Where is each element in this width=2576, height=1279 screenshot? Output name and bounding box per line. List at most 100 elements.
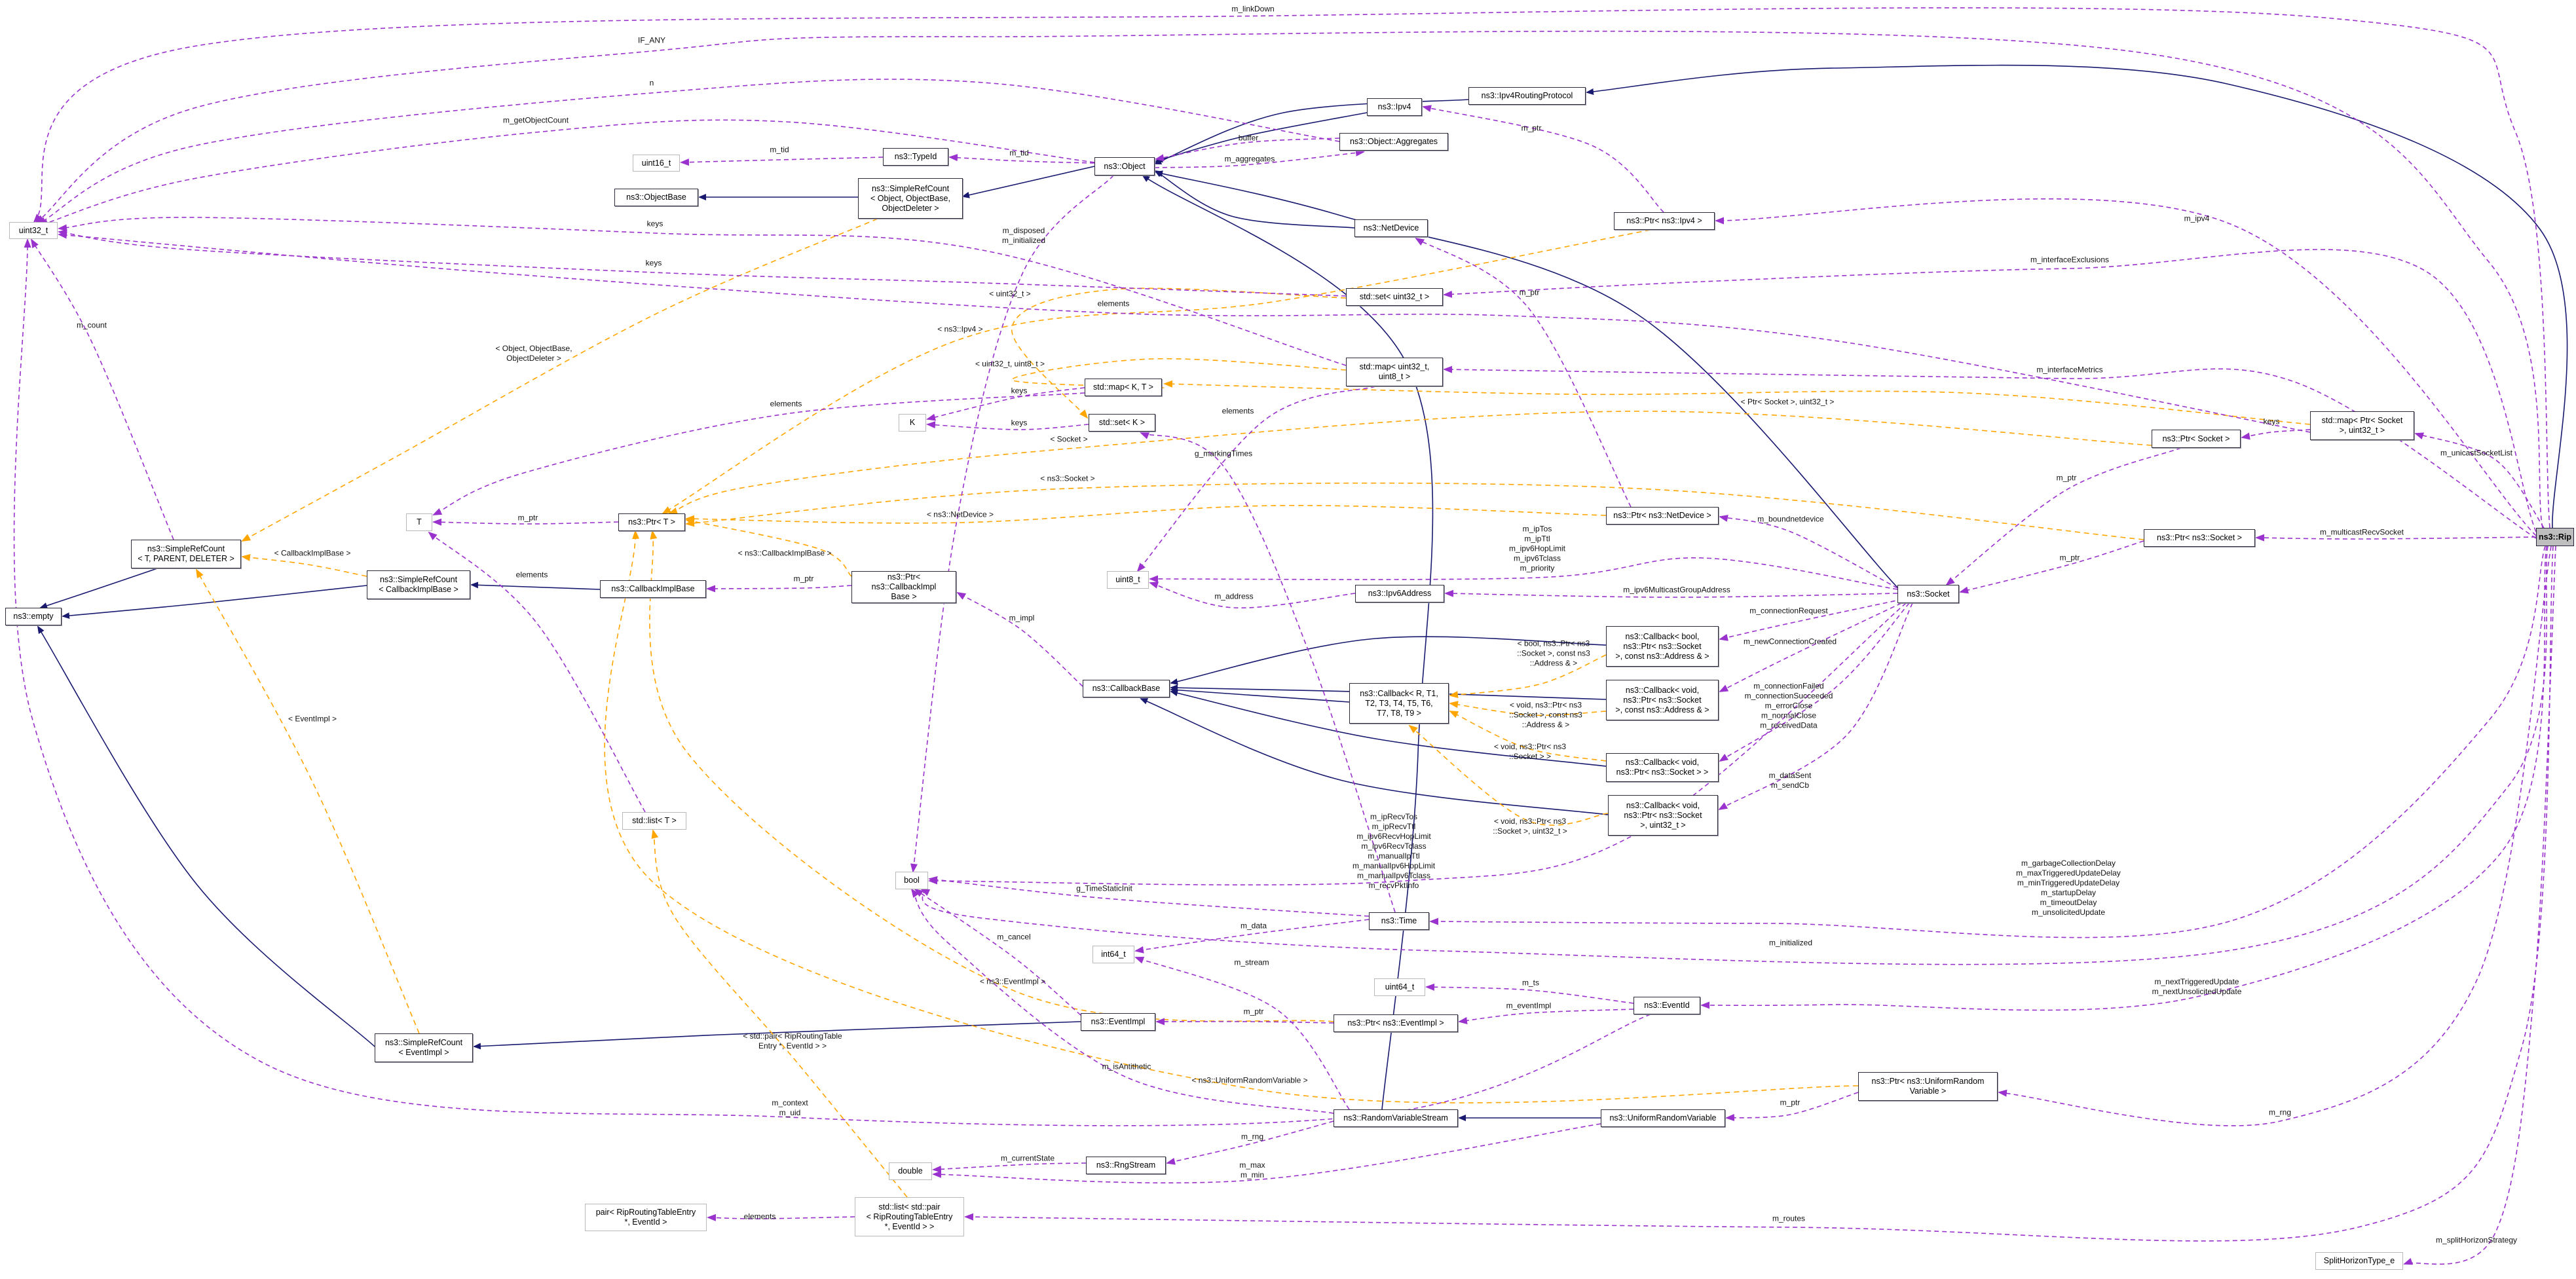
node-aggregates[interactable]: ns3::Object::Aggregates [1339, 133, 1448, 151]
node-srcObject[interactable]: ns3::SimpleRefCount < Object, ObjectBase… [858, 178, 963, 219]
node-cbVoidAddr[interactable]: ns3::Callback< void, ns3::Ptr< ns3::Sock… [1606, 680, 1719, 720]
node-mapkt[interactable]: std::map< K, T > [1085, 379, 1162, 396]
node-setk[interactable]: std::set< K > [1089, 414, 1155, 432]
node-netdevice[interactable]: ns3::NetDevice [1354, 219, 1428, 237]
edge-rip-mapptrsock [2414, 432, 2545, 528]
edge-eventid-u64 [1425, 983, 1634, 1004]
edge-netdevice-object [1154, 170, 1355, 229]
edge-srcT-empty [39, 568, 158, 609]
node-srcT[interactable]: ns3::SimpleRefCount < T, PARENT, DELETER… [131, 540, 241, 568]
node-ipv4[interactable]: ns3::Ipv4 [1367, 98, 1422, 116]
node-bool[interactable]: bool [895, 872, 928, 889]
node-pairentry[interactable]: pair< RipRoutingTableEntry *, EventId > [585, 1204, 707, 1231]
node-setu32[interactable]: std::set< uint32_t > [1346, 288, 1443, 306]
edge-rip-u32 [33, 7, 2550, 528]
edge-ipv4-object [1155, 112, 1368, 163]
node-listpair[interactable]: std::list< std::pair < RipRoutingTableEn… [855, 1197, 964, 1236]
edge-rip-ptrurv [1998, 546, 2552, 1126]
node-cbRT[interactable]: ns3::Callback< R, T1, T2, T3, T4, T5, T6… [1349, 683, 1449, 724]
node-cbBool[interactable]: ns3::Callback< bool, ns3::Ptr< ns3::Sock… [1606, 626, 1719, 667]
edge-ptrurv-urv [1725, 1092, 1859, 1121]
node-k[interactable]: K [899, 414, 926, 432]
node-cbVoidU32[interactable]: ns3::Callback< void, ns3::Ptr< ns3::Sock… [1608, 795, 1718, 836]
edge-srcCb-srcT [241, 553, 367, 577]
node-splith[interactable]: SplitHorizonType_e [2315, 1252, 2403, 1270]
node-socket[interactable]: ns3::Socket [1897, 585, 1959, 603]
node-eventid[interactable]: ns3::EventId [1633, 997, 1700, 1014]
edge-srcCb-empty [62, 585, 367, 620]
node-empty[interactable]: ns3::empty [5, 608, 62, 625]
edge-cbVoidU32-cbbase [1140, 698, 1609, 815]
node-mapptrsock[interactable]: std::map< Ptr< Socket >, uint32_t > [2310, 411, 2414, 440]
node-u16[interactable]: uint16_t [633, 155, 680, 172]
edge-typeid-u16 [680, 157, 884, 166]
node-ptrnetdev[interactable]: ns3::Ptr< ns3::NetDevice > [1606, 507, 1719, 525]
node-cbVoid[interactable]: ns3::Callback< void, ns3::Ptr< ns3::Sock… [1606, 753, 1719, 782]
node-mapu32u8[interactable]: std::map< uint32_t, uint8_t > [1346, 358, 1443, 386]
node-eventimpl[interactable]: ns3::EventImpl [1081, 1013, 1155, 1031]
edge-socket-cbVoidAddr [1719, 602, 1902, 692]
edge-ptrns3socket-ptrt [685, 482, 2144, 540]
edge-cbVoidAddr-cbRT [1449, 701, 1607, 716]
edge-object-u32 [39, 119, 1095, 227]
node-rvs[interactable]: ns3::RandomVariableStream [1334, 1109, 1458, 1127]
edge-socket-cbVoidU32 [1718, 602, 1913, 811]
edge-object-aggregates [1154, 149, 1365, 168]
edge-rip-listpair [964, 546, 2554, 1242]
edge-ptrcbimpl-cbimplbase [706, 585, 852, 593]
node-ptrcbimpl[interactable]: ns3::Ptr< ns3::CallbackImpl Base > [851, 571, 956, 603]
node-ptripv4[interactable]: ns3::Ptr< ns3::Ipv4 > [1614, 212, 1715, 230]
edge-rip-ptrns3socket [2255, 534, 2537, 542]
node-srcEvent[interactable]: ns3::SimpleRefCount < EventImpl > [375, 1033, 473, 1062]
edge-listpair-listt [651, 829, 908, 1198]
node-time[interactable]: ns3::Time [1369, 912, 1429, 930]
edge-cbVoid-cbRT [1449, 711, 1607, 762]
node-ptrns3socket[interactable]: ns3::Ptr< ns3::Socket > [2144, 529, 2255, 547]
edge-rvs-i64 [1134, 956, 1350, 1110]
edge-ptrcbimpl-ptrt [685, 518, 852, 577]
edge-ptrnetdev-ptrt [685, 505, 1607, 524]
edge-mapkt-k [926, 387, 1085, 421]
node-urv[interactable]: ns3::UniformRandomVariable [1601, 1109, 1725, 1127]
node-typeid[interactable]: ns3::TypeId [883, 148, 948, 166]
node-i64[interactable]: int64_t [1092, 946, 1134, 963]
node-ipv6addr[interactable]: ns3::Ipv6Address [1355, 585, 1444, 602]
edge-ptreventimpl-eventimpl [1155, 1018, 1334, 1026]
edge-ptripv4-ipv4 [1422, 105, 1664, 213]
edge-eventid-ptreventimpl [1458, 1009, 1634, 1024]
node-u32[interactable]: uint32_t [9, 222, 58, 239]
edge-eventimpl-bool [914, 888, 1081, 1016]
edge-ptrsocket-socket [1945, 447, 2182, 586]
edge-rip-eventid [1700, 546, 2547, 1011]
node-ptreventimpl[interactable]: ns3::Ptr< ns3::EventImpl > [1334, 1014, 1458, 1032]
edge-ptrsocket-ptrt [668, 411, 2152, 515]
edge-mapptrsock-u32 [58, 231, 2311, 433]
node-ptrt[interactable]: ns3::Ptr< T > [618, 513, 685, 531]
node-cbimplbase[interactable]: ns3::CallbackImplBase [600, 580, 706, 598]
node-t[interactable]: T [406, 513, 432, 531]
node-ptrurv[interactable]: ns3::Ptr< ns3::UniformRandom Variable > [1858, 1072, 1998, 1101]
edge-object-srcObject [961, 166, 1095, 198]
node-rip[interactable]: ns3::Rip [2536, 528, 2574, 546]
edge-cbVoid-cbbase [1170, 690, 1607, 767]
edge-rip-ptripv4 [1715, 198, 2537, 536]
node-listt[interactable]: std::list< T > [622, 812, 686, 830]
node-ipv4rp[interactable]: ns3::Ipv4RoutingProtocol [1468, 87, 1586, 105]
node-srcCb[interactable]: ns3::SimpleRefCount < CallbackImplBase > [367, 570, 470, 599]
edge-socket-ptrnetdev [1719, 515, 1898, 589]
edge-cbimplbase-srcCb [470, 582, 601, 590]
edge-rng-double [932, 1162, 1087, 1173]
edge-rip-setu32 [1443, 249, 2537, 532]
node-ptrsocket[interactable]: ns3::Ptr< Socket > [2152, 430, 2241, 448]
node-u8[interactable]: uint8_t [1107, 571, 1149, 589]
edge-socket-object [1155, 170, 1898, 588]
node-object[interactable]: ns3::Object [1094, 157, 1155, 176]
edge-ptrns3socket-socket [1959, 540, 2144, 594]
node-u64[interactable]: uint64_t [1374, 978, 1425, 996]
node-double[interactable]: double [889, 1162, 932, 1180]
node-cbbase[interactable]: ns3::CallbackBase [1083, 680, 1170, 697]
node-objbase[interactable]: ns3::ObjectBase [614, 189, 698, 206]
edge-rip-time [1429, 546, 2546, 938]
node-rng[interactable]: ns3::RngStream [1086, 1157, 1166, 1174]
edge-object-bool [910, 175, 1114, 873]
